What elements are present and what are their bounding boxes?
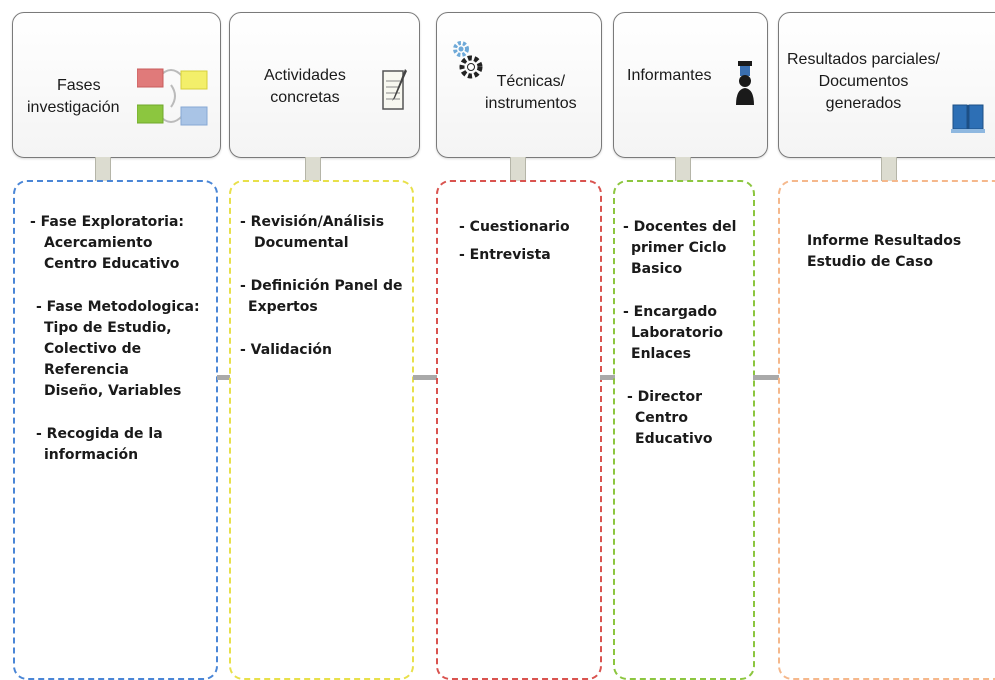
stem-fases <box>95 157 111 181</box>
list-item: - Revisión/Análisis Documental <box>240 212 402 254</box>
item-line: Laboratorio <box>631 325 723 341</box>
item-line: - Definición Panel de <box>240 278 403 294</box>
item-line: Estudio de Caso <box>807 254 933 270</box>
list-item: Informe Resultados Estudio de Caso <box>807 231 961 273</box>
item-list-actividades: - Revisión/Análisis Documental - Definic… <box>240 212 402 383</box>
item-line: Centro Educativo <box>44 256 180 272</box>
item-line: - Docentes del <box>623 219 737 235</box>
item-line: Acercamiento <box>44 235 153 251</box>
item-line: - Cuestionario <box>459 219 570 235</box>
header-box-tecnicas: Técnicas/ instrumentos <box>436 12 602 158</box>
item-line: - Entrevista <box>459 247 551 263</box>
item-line: Centro <box>635 410 688 426</box>
list-item: - Entrevista <box>459 245 570 266</box>
list-item: - Cuestionario <box>459 217 570 238</box>
header-title-line: Fases <box>57 77 101 94</box>
notepad-icon <box>382 69 407 110</box>
header-box-resultados: Resultados parciales/ Documentos generad… <box>778 12 995 158</box>
list-item: - Director Centro Educativo <box>623 387 736 450</box>
header-title-line: instrumentos <box>485 95 577 112</box>
list-item: - Recogida de la información <box>36 424 200 466</box>
header-title-line: Informantes <box>627 67 712 84</box>
item-line: Colectivo de <box>44 341 142 357</box>
list-item: - Validación <box>240 340 402 361</box>
header-title-resultados: Resultados parciales/ Documentos generad… <box>787 49 940 115</box>
item-line: - Validación <box>240 342 332 358</box>
item-line: Tipo de Estudio, <box>44 320 172 336</box>
connector-1-2 <box>217 375 230 380</box>
header-title-line: investigación <box>27 99 120 116</box>
item-line: Referencia <box>44 362 129 378</box>
item-line: - Fase Metodologica: <box>36 299 200 315</box>
item-line: información <box>44 447 139 463</box>
item-line: - Revisión/Análisis <box>240 214 385 230</box>
header-box-fases: Fases investigación <box>12 12 221 158</box>
item-line: - Encargado <box>623 304 717 320</box>
gears-icon <box>453 41 483 79</box>
item-line: - Fase Exploratoria: <box>30 214 185 230</box>
header-title-line: Documentos <box>818 73 909 90</box>
item-line: - Recogida de la <box>36 426 163 442</box>
list-item: - Fase Metodologica: Tipo de Estudio, Co… <box>36 297 200 402</box>
stem-actividades <box>305 157 321 181</box>
header-title-tecnicas: Técnicas/ instrumentos <box>485 71 577 115</box>
connector-4-5 <box>753 375 779 380</box>
item-line: primer Ciclo <box>631 240 727 256</box>
stem-informantes <box>675 157 691 181</box>
header-box-informantes: Informantes <box>613 12 768 158</box>
header-title-informantes: Informantes <box>627 65 711 87</box>
process-flow-icon <box>137 68 208 126</box>
header-title-line: Actividades <box>264 67 346 84</box>
item-list-fases: - Fase Exploratoria: Acercamiento Centro… <box>30 212 200 488</box>
item-line: Enlaces <box>631 346 691 362</box>
item-line: Basico <box>631 261 683 277</box>
item-line: Expertos <box>248 299 318 315</box>
stem-resultados <box>881 157 897 181</box>
item-line: - Director <box>627 389 703 405</box>
stem-tecnicas <box>510 157 526 181</box>
item-list-tecnicas: - Cuestionario - Entrevista <box>459 217 570 288</box>
list-item: - Fase Exploratoria: Acercamiento Centro… <box>30 212 200 275</box>
header-title-fases: Fases investigación <box>27 75 120 119</box>
header-title-line: concretas <box>270 89 340 106</box>
item-list-informantes: - Docentes del primer Ciclo Basico - Enc… <box>623 217 736 472</box>
item-line: Educativo <box>635 431 713 447</box>
header-title-actividades: Actividades concretas <box>264 65 346 109</box>
item-line: Documental <box>254 235 349 251</box>
person-icon <box>736 61 754 105</box>
connector-2-3 <box>413 375 437 380</box>
header-title-line: generados <box>825 95 902 112</box>
list-item: - Docentes del primer Ciclo Basico <box>623 217 736 280</box>
list-item: - Encargado Laboratorio Enlaces <box>623 302 736 365</box>
connector-3-4 <box>600 375 615 380</box>
item-line: Informe Resultados <box>807 233 962 249</box>
item-list-resultados: Informe Resultados Estudio de Caso <box>807 231 961 295</box>
header-box-actividades: Actividades concretas <box>229 12 420 158</box>
list-item: - Definición Panel de Expertos <box>240 276 402 318</box>
header-title-line: Resultados parciales/ <box>787 51 940 68</box>
book-icon <box>951 104 985 133</box>
item-line: Diseño, Variables <box>44 383 182 399</box>
header-title-line: Técnicas/ <box>496 73 566 90</box>
